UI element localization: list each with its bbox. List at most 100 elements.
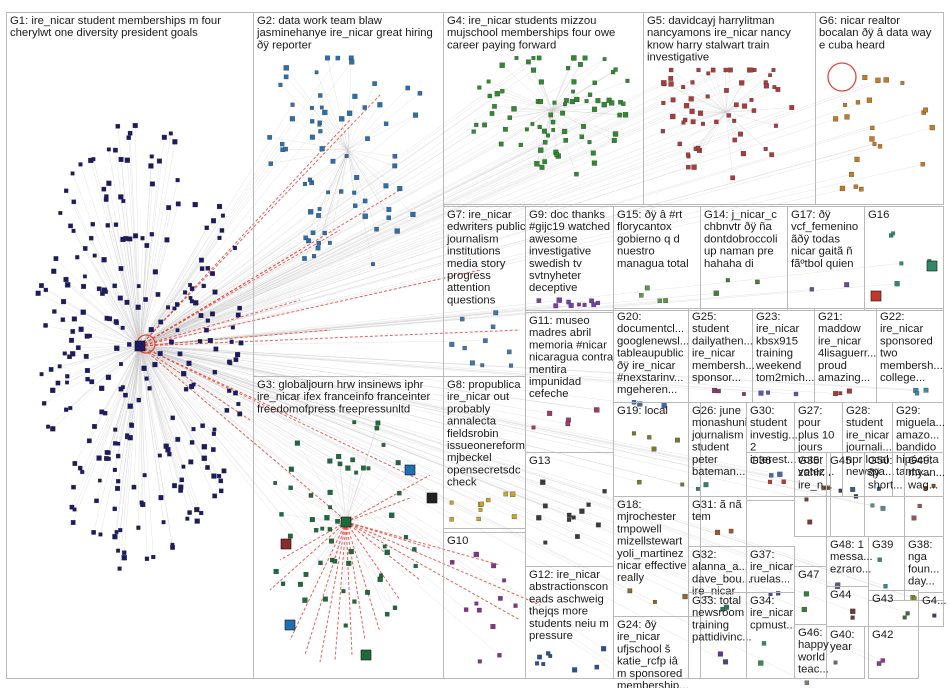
group-label-line: ire_nicar	[880, 323, 924, 335]
group-box	[826, 536, 869, 587]
graph-node	[119, 362, 123, 367]
group-label-line: pressure	[529, 630, 573, 642]
group-label-line: plus 10	[798, 429, 834, 441]
graph-node	[697, 110, 704, 116]
graph-node	[273, 568, 279, 575]
edge	[139, 143, 875, 347]
group-label-line: G37:	[750, 549, 775, 561]
group-box	[794, 566, 827, 625]
graph-node	[124, 299, 130, 305]
graph-node	[486, 79, 491, 84]
edge	[139, 345, 915, 599]
group-label-line: mjbeckel	[447, 452, 492, 464]
group-g32: G32:alanna_a...dave_bou...ire_nicar	[688, 546, 751, 598]
graph-node	[479, 501, 484, 507]
group-label-line: ezraro...	[830, 563, 871, 575]
graph-node	[144, 556, 150, 561]
edge	[698, 111, 727, 149]
graph-node	[530, 122, 535, 126]
group-label-line: probably	[447, 403, 491, 415]
group-g36: G36	[746, 452, 795, 501]
graph-node	[717, 651, 723, 657]
edge	[269, 137, 349, 151]
edge	[551, 109, 566, 141]
graph-node	[352, 599, 357, 604]
graph-node	[115, 453, 121, 459]
edge	[292, 118, 349, 151]
graph-node	[123, 392, 128, 398]
graph-node	[804, 680, 810, 685]
group-label-line: G7: ire_nicar	[447, 209, 512, 221]
group-label-line: student	[692, 442, 730, 454]
group-label-line: short...	[868, 479, 903, 491]
graph-node	[900, 81, 905, 85]
graph-node	[417, 91, 423, 96]
group-label-line: myan...	[908, 467, 945, 479]
edge	[282, 521, 347, 584]
edge	[139, 345, 880, 664]
edge	[320, 131, 349, 151]
edge	[304, 149, 349, 259]
graph-node	[278, 82, 283, 87]
group-label-line: voter	[798, 454, 823, 466]
graph-node	[710, 67, 716, 73]
graph-node	[104, 315, 110, 321]
graph-node	[199, 510, 204, 516]
graph-node	[526, 59, 531, 65]
group-label-line: student	[692, 323, 730, 335]
graph-node	[471, 129, 476, 134]
group-label-line: G20:	[617, 311, 642, 323]
edge	[94, 255, 141, 347]
group-label: G19: local	[617, 405, 668, 417]
graph-node	[889, 233, 894, 238]
graph-node	[166, 305, 171, 310]
graph-node	[61, 299, 67, 305]
graph-node	[617, 112, 622, 118]
edge	[139, 109, 595, 347]
graph-node	[237, 305, 242, 311]
edge	[551, 100, 599, 111]
group-label-line: foun...	[908, 563, 939, 575]
edge	[139, 345, 884, 509]
edge	[139, 297, 191, 347]
edge	[139, 102, 612, 347]
graph-node	[167, 452, 172, 457]
group-label-line: documentcl...	[617, 323, 684, 335]
red-edge	[345, 521, 521, 621]
group-label-line: G47	[798, 569, 819, 581]
graph-node	[730, 175, 736, 181]
graph-node	[923, 107, 928, 113]
group-label-line: G8: propublica	[447, 379, 521, 391]
graph-node	[216, 203, 223, 210]
graph-node	[622, 112, 629, 118]
graph-node	[503, 126, 508, 132]
graph-node	[43, 323, 48, 328]
group-box	[746, 402, 795, 497]
graph-node	[566, 299, 571, 305]
graph-node	[302, 256, 307, 261]
group-label-line: G46:	[798, 627, 823, 639]
group-box	[787, 206, 865, 311]
edge	[108, 345, 141, 459]
graph-node	[560, 110, 566, 116]
graph-node	[482, 122, 487, 128]
graph-node	[197, 339, 203, 344]
group-label-line: G21:	[818, 311, 843, 323]
edge	[129, 133, 141, 347]
group-g20: G20:documentcl...googlenewsl...tableaupu…	[613, 308, 689, 403]
graph-node	[106, 180, 112, 186]
graph-node	[71, 316, 77, 322]
hub-node	[134, 340, 146, 352]
group-label-line: nuestro	[617, 246, 655, 258]
edge	[139, 271, 156, 347]
edge	[129, 238, 141, 347]
graph-node	[64, 407, 69, 412]
edge	[139, 149, 541, 347]
